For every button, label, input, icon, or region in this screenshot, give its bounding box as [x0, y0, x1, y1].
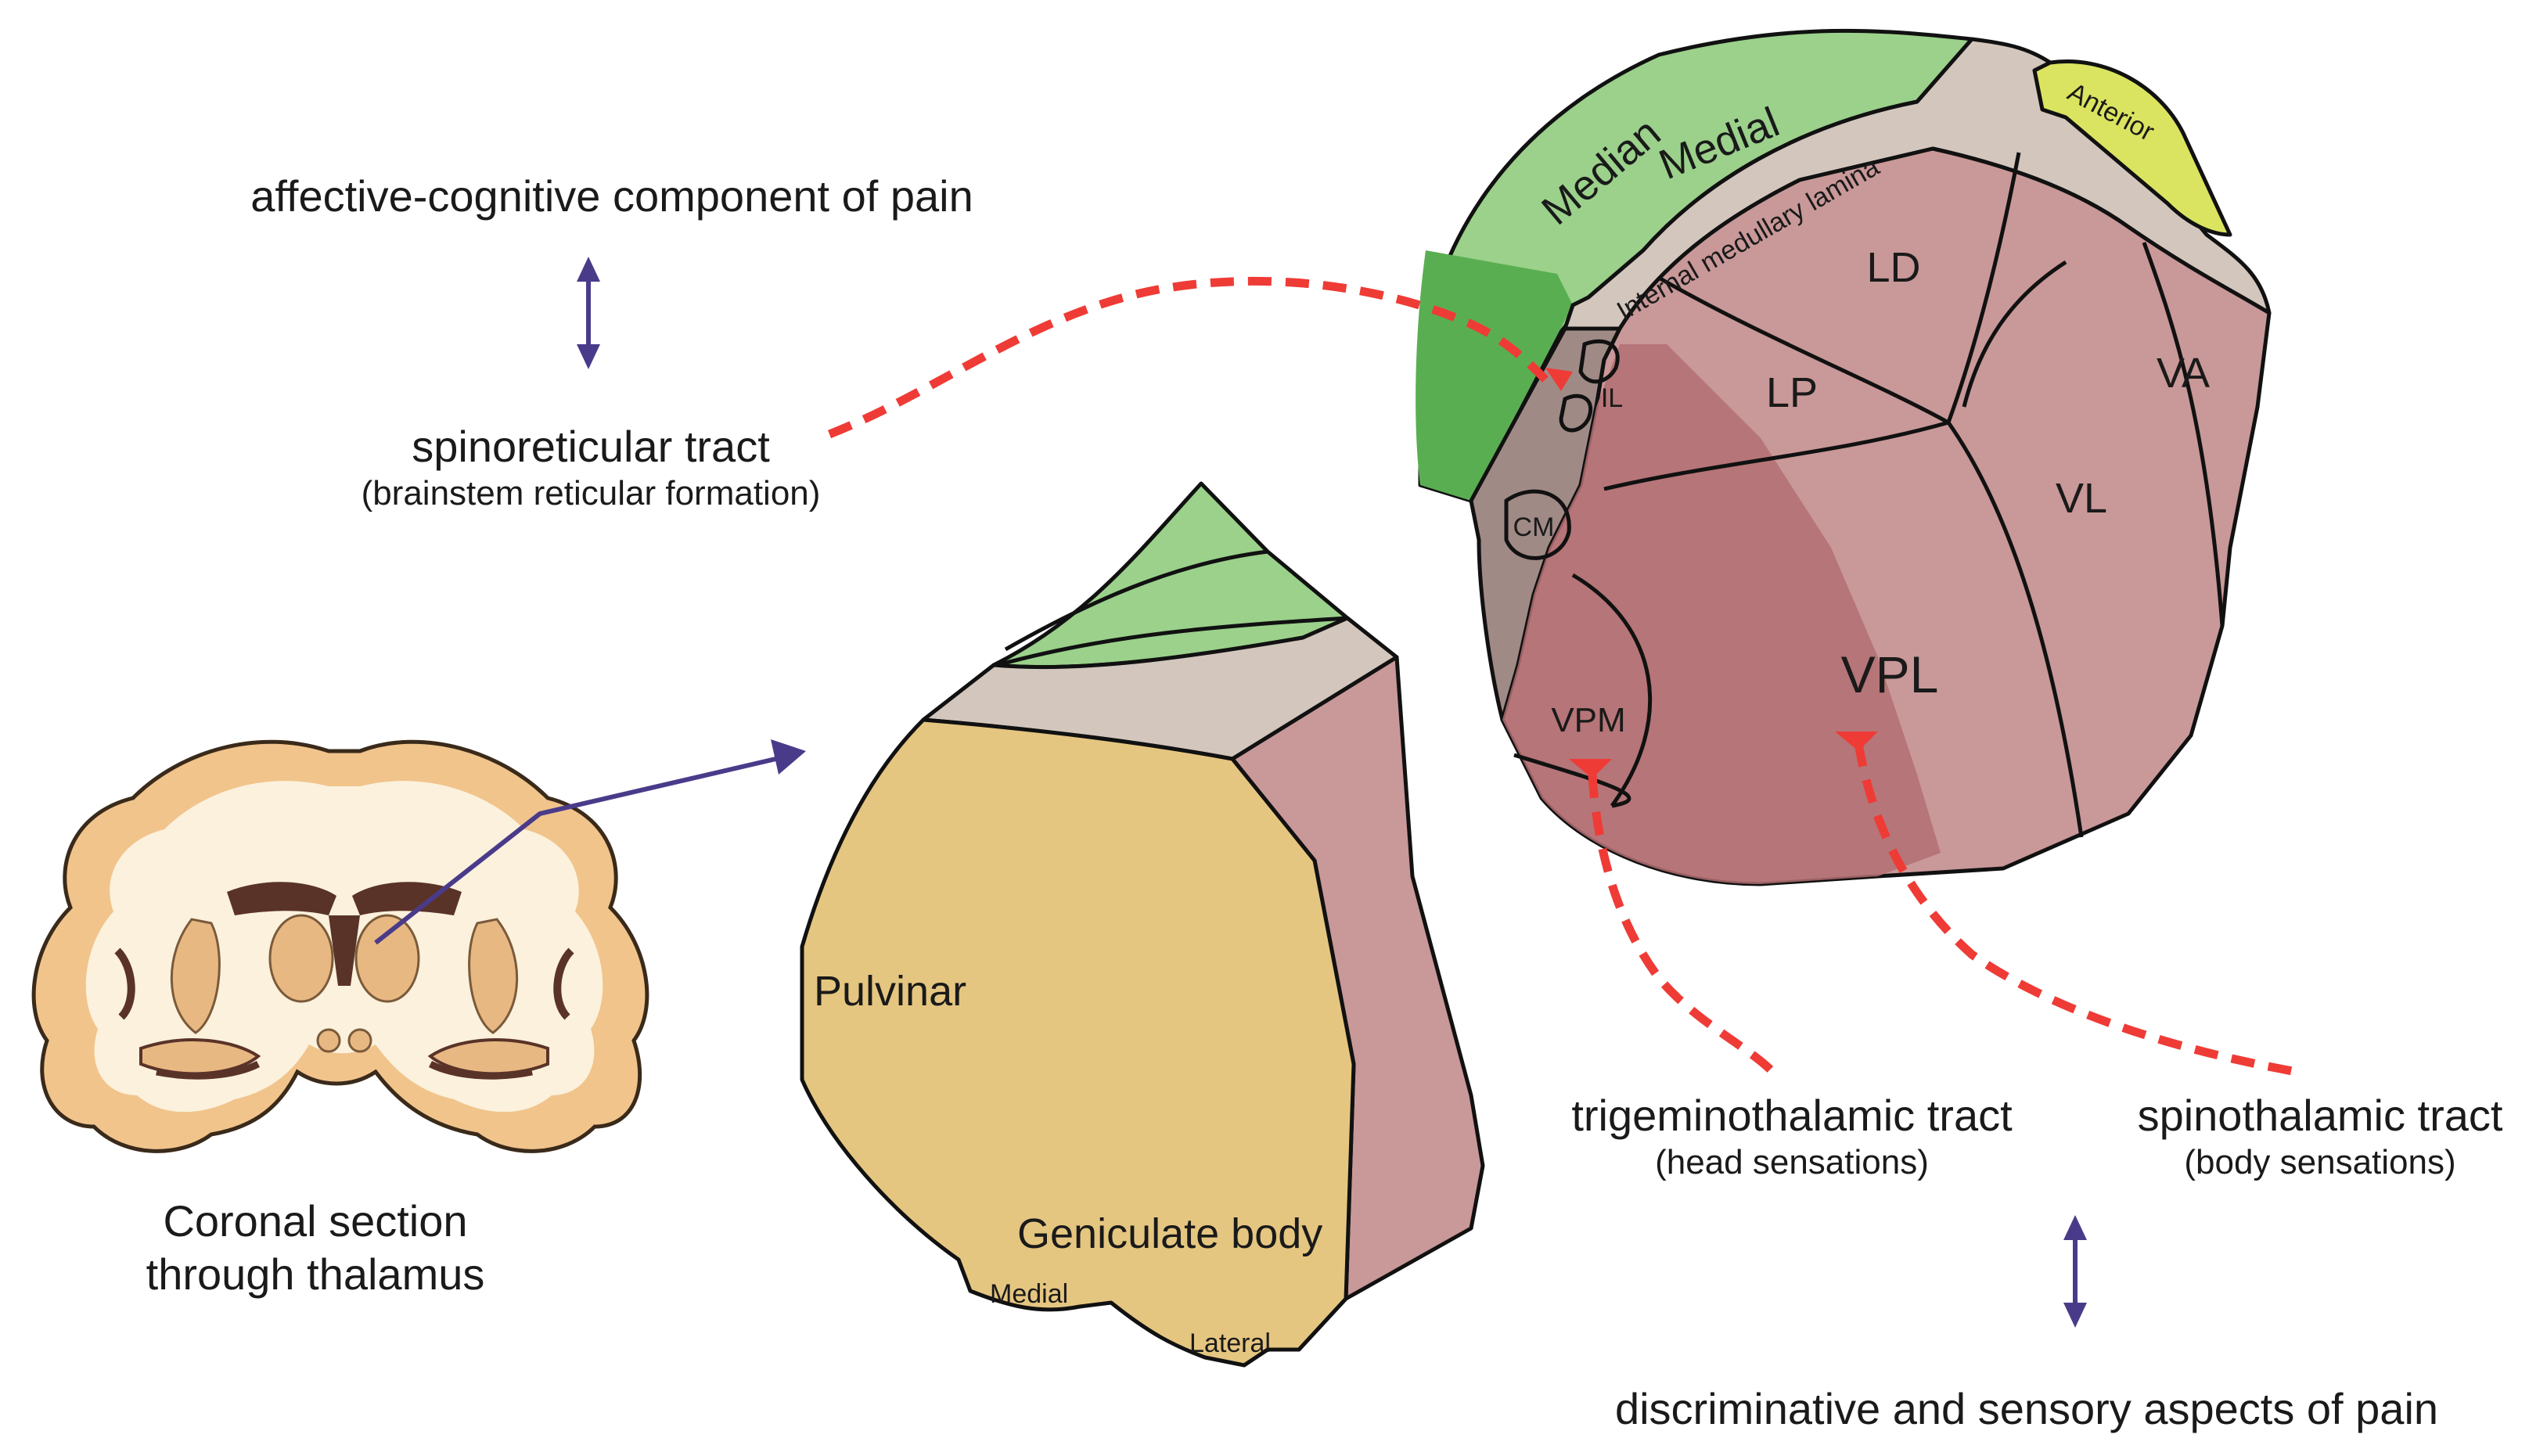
spinoreticular-label: spinoreticular tract: [412, 422, 770, 471]
thalamus-anterior-region: [2032, 59, 2232, 237]
trigeminothalamic-sub-label: (head sensations): [1655, 1143, 1929, 1181]
double-arrow-bottom: [2063, 1215, 2087, 1328]
coronal-label-line2: through thalamus: [146, 1249, 485, 1299]
region-vpl-label: VPL: [1841, 645, 1939, 703]
divider-ld-vl: [1962, 260, 2067, 408]
divider-vpm: [1571, 573, 1653, 807]
region-vpm-label: VPM: [1551, 701, 1625, 739]
pulvinar-green-divider-2: [997, 616, 1348, 667]
thalamus-left: [268, 914, 334, 1003]
pointer-arrow: [374, 739, 806, 945]
mammillary-left: [316, 1028, 341, 1053]
discriminative-label: discriminative and sensory aspects of pa…: [1615, 1384, 2438, 1433]
divider-ld-lp: [1657, 275, 1950, 425]
temporal-horn-left: [156, 1060, 261, 1080]
region-geniculate-lateral-label: Lateral: [1189, 1328, 1271, 1358]
lateral-ventricle-right: [352, 882, 462, 915]
divider-va-vl: [2142, 242, 2225, 627]
affective-label: affective-cognitive component of pain: [250, 171, 973, 221]
thalamus-section: [1416, 28, 2272, 886]
double-arrow-top-head-down: [577, 344, 600, 369]
cm-nucleus: [1504, 489, 1571, 560]
region-lp-label: LP: [1766, 369, 1818, 416]
spinoreticular-sub-label: (brainstem reticular formation): [362, 474, 821, 512]
spinothalamic-label: spinothalamic tract: [2138, 1091, 2503, 1140]
mammillary-right: [347, 1028, 372, 1053]
divider-ld-right: [1946, 152, 2021, 423]
spinoreticular-dashed-line: [827, 276, 1549, 439]
pointer-arrow-head: [771, 739, 806, 775]
spinothalamic-dashed-line: [1854, 742, 2297, 1077]
spinoreticular-synapse: [1545, 368, 1573, 391]
pointer-arrow-line: [374, 755, 783, 945]
region-va-label: VA: [2157, 350, 2210, 397]
divider-vl-vpl: [1946, 421, 2084, 838]
divider-lp-bottom: [1603, 420, 1949, 491]
trigeminothalamic-synapse: [1569, 759, 1612, 778]
putamen-right: [468, 918, 519, 1034]
trigeminothalamic-tract-path: [1569, 759, 1780, 1079]
region-vl-label: VL: [2056, 475, 2107, 522]
third-ventricle: [329, 915, 360, 986]
lateral-ventricle-left: [227, 882, 336, 915]
pulvinar-block: [800, 481, 1485, 1368]
double-arrow-top-head-up: [577, 257, 600, 282]
spinothalamic-synapse: [1835, 732, 1878, 751]
trigeminothalamic-dashed-line: [1588, 774, 1780, 1079]
thalamus-right: [354, 914, 420, 1003]
region-il-label: IL: [1601, 383, 1623, 413]
trigeminothalamic-label: trigeminothalamic tract: [1571, 1091, 2013, 1140]
divider-vpm-bottom: [1513, 753, 1631, 808]
pulvinar-green-divider: [1004, 549, 1268, 652]
insula-right: [553, 947, 574, 1020]
coronal-brain-section: [31, 739, 649, 1153]
double-arrow-bottom-head-down: [2063, 1303, 2087, 1328]
spinoreticular-tract-path: [827, 276, 1573, 439]
il-nucleus-2: [1559, 394, 1593, 433]
putamen-left: [170, 918, 221, 1034]
spinothalamic-tract-path: [1835, 732, 2297, 1077]
il-nucleus-1: [1578, 339, 1620, 384]
region-ld-label: LD: [1866, 244, 1920, 291]
spinothalamic-sub-label: (body sensations): [2184, 1143, 2455, 1181]
region-geniculate-label: Geniculate body: [1017, 1210, 1322, 1257]
double-arrow-top: [577, 257, 600, 369]
coronal-label-line1: Coronal section: [163, 1196, 467, 1246]
region-pulvinar-label: Pulvinar: [814, 968, 966, 1015]
pulvinar-tan-region: [800, 717, 1356, 1368]
insula-left: [114, 947, 135, 1020]
region-cm-label: CM: [1513, 512, 1555, 542]
temporal-horn-right: [428, 1060, 533, 1080]
double-arrow-bottom-head-up: [2063, 1215, 2087, 1240]
thalamus-vpl-dark: [1502, 344, 1941, 884]
region-geniculate-medial-label: Medial: [990, 1279, 1068, 1309]
